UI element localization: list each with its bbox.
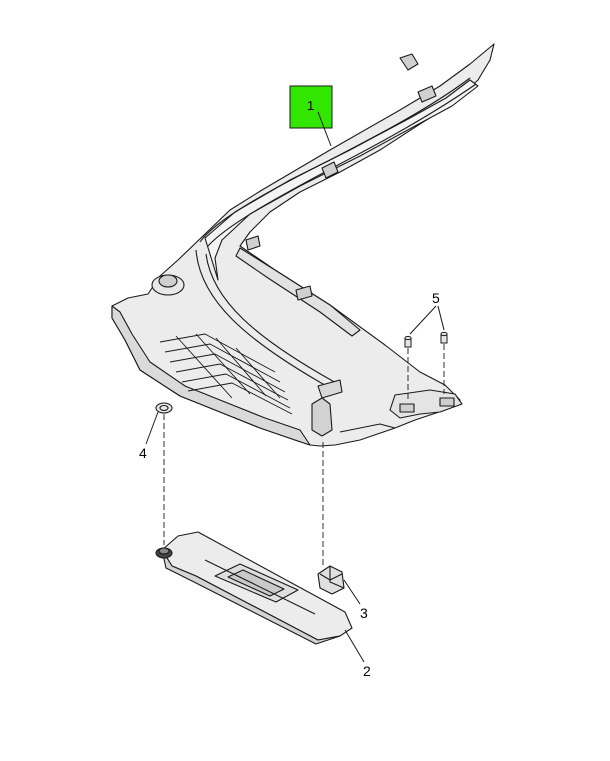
part-1-roof-trim-panel[interactable] xyxy=(111,43,495,447)
panel-front-lip xyxy=(111,305,311,446)
callout-2[interactable]: 2 xyxy=(344,629,371,679)
callout-1-box xyxy=(289,85,333,129)
part-3-retainer-clip[interactable] xyxy=(317,565,345,595)
callout-1-highlight[interactable]: 1 xyxy=(289,85,333,129)
callout-1-leader xyxy=(317,111,332,147)
callout-2-leader xyxy=(344,629,365,663)
callout-3-leader xyxy=(343,579,361,605)
callout-4[interactable]: 4 xyxy=(139,411,159,461)
callout-4-label: 4 xyxy=(139,445,147,461)
callout-4-leader xyxy=(145,411,159,445)
visor-pivot xyxy=(155,547,173,559)
screw-right xyxy=(440,331,448,344)
callout-5-leader-a xyxy=(409,305,437,335)
visor-edge xyxy=(161,549,341,645)
callout-1-label: 1 xyxy=(307,98,314,113)
callout-3-label: 3 xyxy=(360,605,368,621)
part-2-sun-visor[interactable] xyxy=(155,531,353,645)
callout-5-leader-b xyxy=(437,305,445,331)
part-4-retainer-ring[interactable] xyxy=(155,402,173,414)
assembly-lines xyxy=(163,344,445,566)
callout-3[interactable]: 3 xyxy=(343,579,368,621)
callout-5-label: 5 xyxy=(432,290,440,306)
callout-5[interactable]: 5 xyxy=(409,290,445,335)
screw-left xyxy=(404,335,412,348)
panel-clip-post xyxy=(311,397,333,437)
part-5-screws[interactable] xyxy=(404,331,448,348)
callout-2-label: 2 xyxy=(363,663,371,679)
panel-rib-grid xyxy=(159,333,293,415)
